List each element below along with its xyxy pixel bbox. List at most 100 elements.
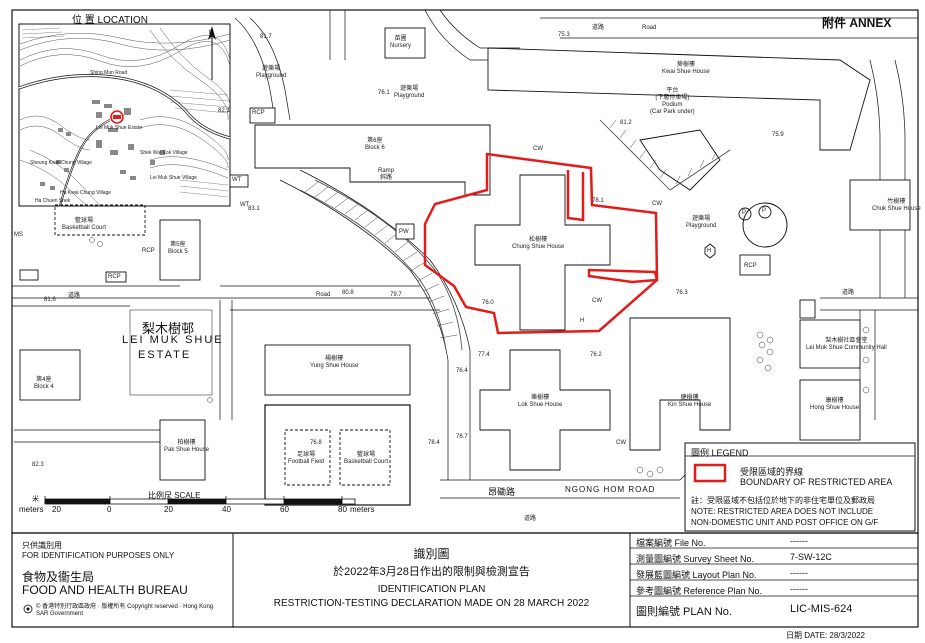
- identification-en: FOR IDENTIFICATION PURPOSES ONLY: [22, 551, 175, 560]
- plan-title-en: IDENTIFICATION PLAN: [377, 584, 486, 595]
- rcp-label-2: RCP: [142, 248, 155, 254]
- spot-height: 76.7: [456, 434, 468, 440]
- survey-sheet-label: 測量圖編號 Survey Sheet No.: [636, 554, 755, 564]
- scale-unit-en-2: meters: [350, 505, 375, 514]
- spot-height: 76.2: [590, 352, 602, 358]
- legend-box: [684, 442, 916, 532]
- layout-plan-label: 發展藍圖編號 Layout Plan No.: [636, 570, 757, 580]
- inset-estate-label: Lei Muk Shue Estate: [96, 125, 143, 131]
- legend-note-en-1: NOTE: RESTRICTED AREA DOES NOT INCLUDE: [691, 507, 874, 516]
- rcp-label-4: RCP: [744, 263, 757, 269]
- scale-tick: 20: [164, 505, 173, 514]
- location-inset: N: [18, 23, 231, 207]
- scale-bar: [44, 496, 356, 505]
- ms-label: MS: [14, 232, 23, 238]
- legend-item-zh: 受限區域的界線: [740, 467, 804, 477]
- cw-label-1: CW: [533, 146, 543, 152]
- spot-height: 78.4: [428, 440, 440, 446]
- survey-sheet-value: 7-SW-12C: [790, 552, 832, 562]
- file-no-value: ------: [790, 536, 808, 546]
- spot-height: 82.3: [32, 462, 44, 468]
- north-arrow-icon: N: [208, 26, 216, 80]
- legend-note-zh: 註：受限區域不包括位於地下的非住宅單位及郵政局: [691, 496, 875, 505]
- scale-tick: 0: [107, 505, 112, 514]
- plan-subtitle-en: RESTRICTION-TESTING DECLARATION MADE ON …: [273, 598, 590, 609]
- road-network: [12, 9, 918, 499]
- pw-label: PW: [399, 229, 409, 235]
- road-label-top: 道路: [592, 25, 605, 31]
- cw-label-3: CW: [592, 298, 602, 304]
- svg-text:N: N: [209, 30, 213, 36]
- spot-height: 77.4: [478, 352, 490, 358]
- road-label-bottom: 道路: [524, 516, 537, 522]
- spot-height: 75.9: [772, 132, 784, 138]
- hksar-emblem-icon: [23, 604, 33, 614]
- scale-tick: 20: [52, 505, 61, 514]
- ngong-hom-road-en: NGONG HOM ROAD: [565, 485, 656, 494]
- reference-plan-label: 參考圖編號 Reference Plan No.: [636, 586, 763, 596]
- ngong-hom-road-zh: 昂磡路: [488, 487, 516, 497]
- layout-plan-value: ------: [790, 568, 808, 578]
- h-label-2: H: [580, 318, 585, 324]
- plan-title-zh: 識別圖: [413, 547, 450, 561]
- spot-height: 76.3: [676, 290, 688, 296]
- inset-village-2: Sheung Kwai Chung Village: [30, 160, 92, 166]
- bureau-name-en: FOOD AND HEALTH BUREAU: [22, 583, 188, 597]
- bureau-name-zh: 食物及衞生局: [22, 570, 95, 584]
- spot-height: 81.6: [44, 297, 56, 303]
- podium-label: 平台(下層停車場)Podium(Car Park under): [650, 88, 695, 115]
- location-title: 位 置 LOCATION: [72, 15, 148, 26]
- wt-label-1: WT: [232, 177, 242, 183]
- scale-title: 比例尺 SCALE: [148, 491, 201, 500]
- file-no-label: 檔案編號 File No.: [636, 538, 706, 548]
- plan-date: 日期 DATE: 28/3/2022: [786, 631, 865, 640]
- spot-height: 83.1: [248, 206, 260, 212]
- estate-name-en-1: LEI MUK SHUE: [122, 334, 224, 346]
- spot-height: 79.7: [390, 292, 402, 298]
- plan-no-value: LIC-MIS-624: [790, 603, 853, 615]
- legend-title: 圖例 LEGEND: [691, 448, 749, 458]
- wt-label-2: WT: [240, 202, 250, 208]
- inset-village-4: Lei Muk Shue Village: [150, 175, 197, 181]
- p-label-2: P: [742, 210, 747, 216]
- scale-tick: 40: [222, 505, 231, 514]
- spot-height: 76.1: [378, 90, 390, 96]
- building-outlines: [19, 27, 911, 506]
- tree-symbols: [89, 237, 870, 478]
- scale-unit-zh: 米: [32, 496, 39, 503]
- reference-plan-value: ------: [790, 584, 808, 594]
- spot-height: 81.2: [620, 120, 632, 126]
- scale-tick: 80: [338, 505, 347, 514]
- spot-height: 75.3: [558, 32, 570, 38]
- inset-road-label: Shing Mun Road: [90, 70, 128, 76]
- spot-height: 81.7: [260, 34, 272, 40]
- legend-boundary-swatch: [693, 463, 727, 483]
- legend-note-en-2: NON-DOMESTIC UNIT AND POST OFFICE ON G/F: [691, 518, 879, 527]
- spot-height: 80.8: [342, 290, 354, 296]
- spot-height: 78.1: [592, 198, 604, 204]
- plan-subtitle-zh: 於2022年3月28日作出的限制與檢測宣告: [333, 566, 530, 578]
- plan-no-label: 圖則編號 PLAN No.: [636, 606, 732, 618]
- p-label-1: P: [762, 208, 767, 214]
- identification-zh: 只供識別用: [22, 541, 62, 550]
- road-label-right: 道路: [842, 290, 855, 296]
- scale-tick: 60: [280, 505, 289, 514]
